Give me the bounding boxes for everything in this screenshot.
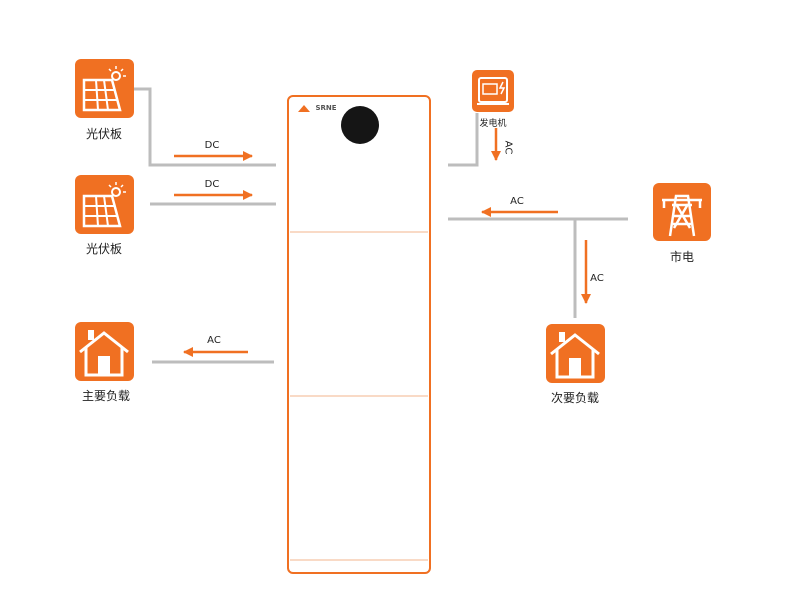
house-icon: [546, 324, 605, 383]
generator-flow-label: AC: [502, 140, 514, 155]
generator-icon: [472, 70, 514, 112]
secondary-load-label: 次要负载: [550, 391, 600, 405]
pv2-label: 光伏板: [85, 242, 123, 256]
main-load-label: 主要负载: [81, 389, 131, 403]
pv2-flow-label: DC: [204, 179, 220, 190]
solar-panel-icon: [75, 175, 134, 234]
display-screen: [341, 106, 379, 144]
secondary-flow-label: AC: [590, 273, 604, 284]
power-tower-icon: [653, 183, 711, 241]
house-icon: [75, 322, 134, 381]
generator-label: 发电机: [479, 119, 507, 129]
inverter-cabinet: [287, 95, 431, 574]
grid-flow-label: AC: [510, 196, 524, 207]
pv1-label: 光伏板: [85, 127, 123, 141]
solar-panel-icon: [75, 59, 134, 118]
generator-line: [448, 113, 479, 167]
main-flow-label: AC: [207, 335, 221, 346]
grid-label: 市电: [669, 250, 695, 264]
pv1-line: [134, 87, 276, 167]
brand-logo: SRNE: [315, 104, 337, 112]
pv1-flow-label: DC: [204, 140, 220, 151]
